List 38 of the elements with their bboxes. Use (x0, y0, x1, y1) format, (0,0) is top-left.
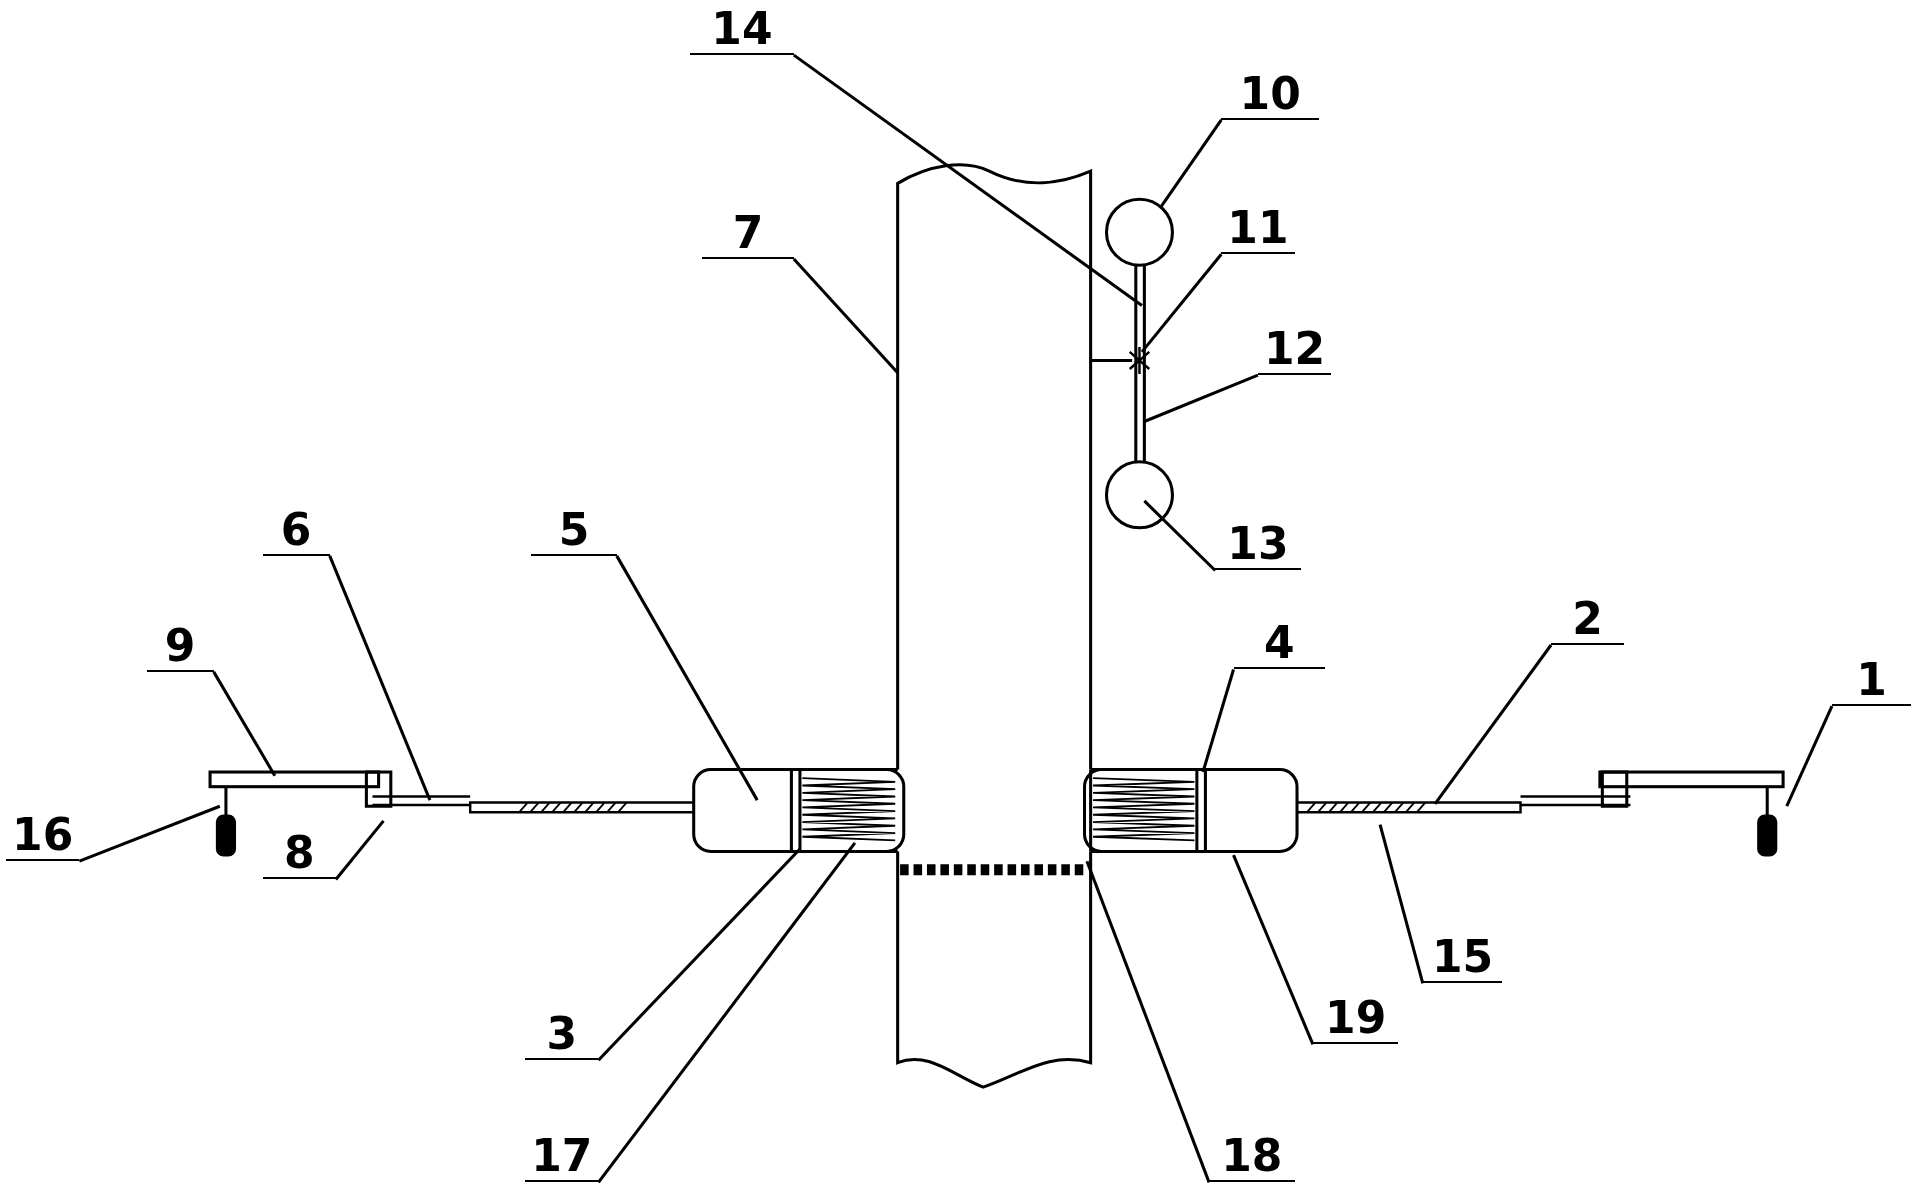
callout-number: 7 (702, 210, 794, 259)
callout-number: 1 (1831, 657, 1912, 706)
leader-line (1140, 253, 1223, 353)
callout-number: 18 (1209, 1133, 1295, 1183)
callout-number: 9 (146, 622, 214, 672)
callout-number: 13 (1215, 521, 1301, 571)
leader-line (597, 847, 802, 1062)
callout-number: 4 (1233, 620, 1326, 670)
callout-number: 11 (1221, 205, 1295, 254)
leader-line (792, 53, 1143, 307)
leader-line (1143, 499, 1217, 572)
leader-line (1785, 705, 1834, 807)
leader-line (1159, 119, 1223, 209)
callout-number: 3 (525, 1011, 599, 1061)
callout-number: 14 (690, 6, 794, 55)
leader-line (1085, 860, 1211, 1183)
callout-number: 16 (6, 812, 80, 861)
leader-line (328, 555, 432, 801)
callout-number: 5 (531, 506, 617, 556)
leader-line (212, 671, 277, 777)
leader-line (1143, 373, 1259, 423)
callout-number: 10 (1221, 70, 1319, 120)
leader-line (615, 555, 759, 801)
callout-number: 15 (1422, 934, 1503, 984)
leader-line (78, 804, 221, 863)
callout-number: 17 (525, 1133, 599, 1183)
leader-line (1201, 669, 1235, 773)
callout-number: 6 (262, 506, 330, 556)
leader-line (1378, 824, 1425, 984)
callout-number: 2 (1551, 596, 1625, 645)
leader-line (792, 258, 899, 374)
leader-line (1433, 644, 1553, 805)
leader-line (334, 819, 385, 881)
leader-line (1232, 854, 1315, 1045)
callout-number: 8 (262, 830, 336, 880)
leader-line (597, 841, 857, 1184)
callout-number: 19 (1312, 995, 1399, 1045)
callout-number: 12 (1257, 326, 1332, 375)
